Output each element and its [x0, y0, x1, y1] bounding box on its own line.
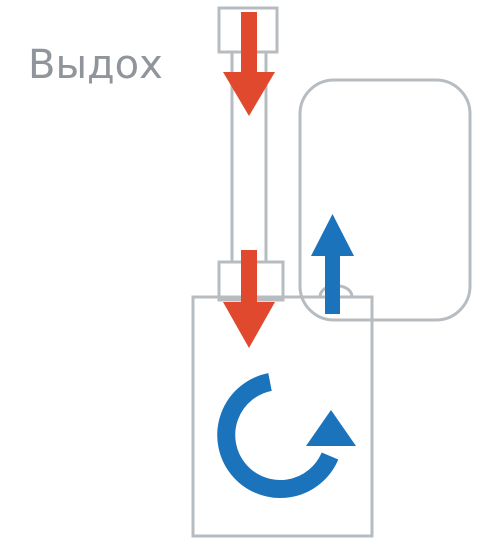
circular-arrow-icon — [217, 373, 356, 498]
up-arrow-icon — [311, 214, 354, 314]
bag-outline — [298, 78, 472, 322]
down-arrow-icon — [223, 12, 275, 116]
chamber — [191, 295, 374, 538]
exhale-label: Выдох — [28, 42, 163, 88]
down-arrow-icon — [223, 250, 275, 348]
